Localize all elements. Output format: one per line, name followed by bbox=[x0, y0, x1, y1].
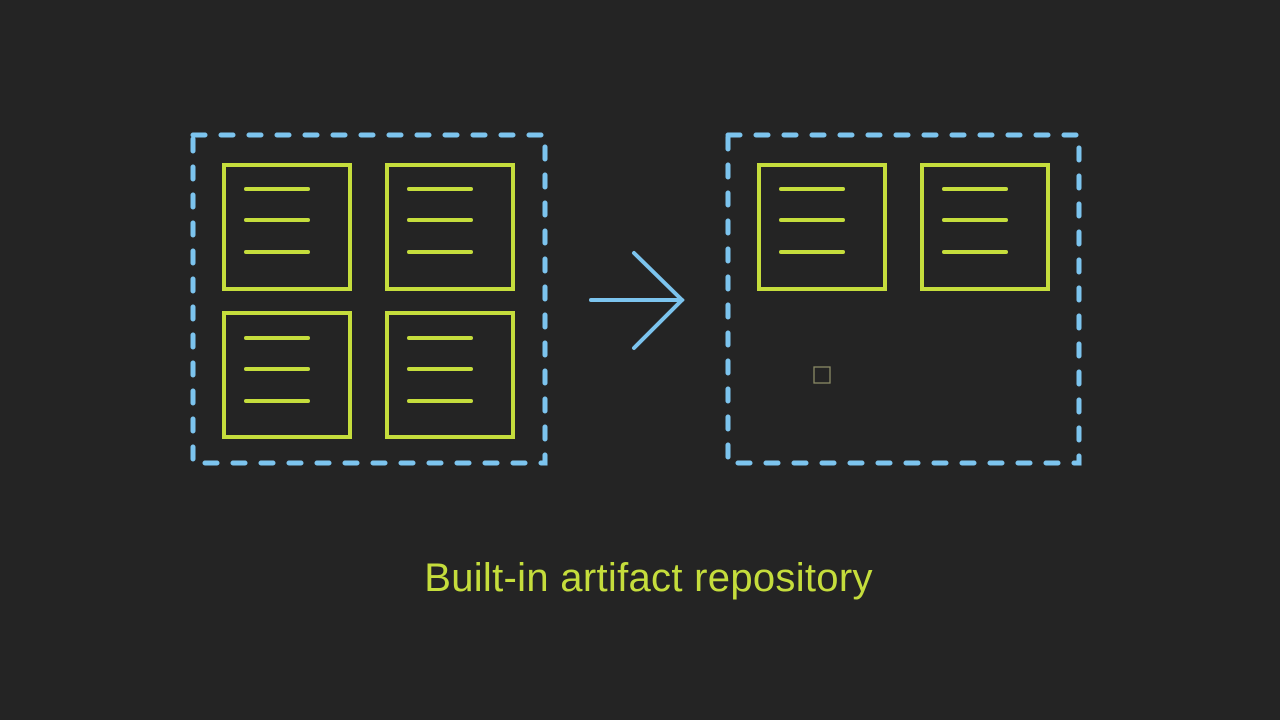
empty-square-icon bbox=[813, 366, 831, 384]
source-artifact bbox=[222, 311, 352, 439]
source-artifact bbox=[385, 163, 515, 291]
target-repository-container bbox=[725, 132, 1082, 466]
right-arrow-icon bbox=[589, 251, 685, 350]
target-artifact bbox=[757, 163, 887, 291]
source-artifact bbox=[222, 163, 352, 291]
source-artifact bbox=[385, 311, 515, 439]
target-artifact bbox=[920, 163, 1050, 291]
source-repository-container bbox=[190, 132, 548, 466]
caption: Built-in artifact repository bbox=[424, 556, 873, 600]
